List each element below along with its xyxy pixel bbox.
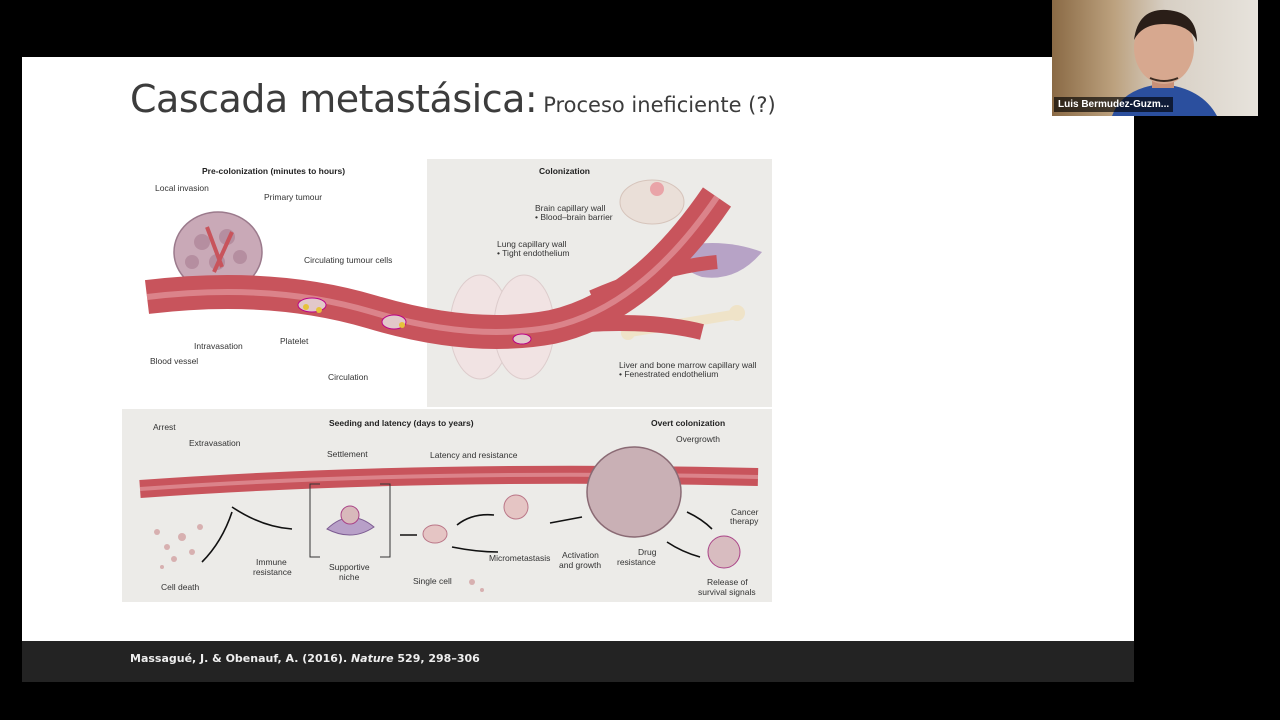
label-platelet: Platelet xyxy=(280,336,309,346)
label-intravasation: Intravasation xyxy=(194,341,243,351)
label-extravasation: Extravasation xyxy=(189,438,241,448)
label-therapy: therapy xyxy=(730,516,759,526)
label-and-growth: and growth xyxy=(559,560,601,570)
header-seeding: Seeding and latency (days to years) xyxy=(329,418,474,428)
cell-debris xyxy=(154,524,484,592)
niche-cells xyxy=(326,517,375,536)
label-supportive: Supportive xyxy=(329,562,370,572)
slide-title: Cascada metastásica:Proceso ineficiente … xyxy=(130,77,776,121)
label-drug: Drug xyxy=(638,547,657,557)
label-immune-resistance: resistance xyxy=(253,567,292,577)
slide: Cascada metastásica:Proceso ineficiente … xyxy=(22,57,1134,682)
label-release: Release of xyxy=(707,577,748,587)
participant-video[interactable]: Luis Bermudez-Guzm... xyxy=(1052,0,1258,116)
participant-name: Luis Bermudez-Guzm... xyxy=(1054,97,1174,112)
label-cancer: Cancer xyxy=(731,507,759,517)
label-survival: survival signals xyxy=(698,587,756,597)
brain xyxy=(619,179,685,225)
label-local-invasion: Local invasion xyxy=(155,183,209,193)
label-blood-vessel: Blood vessel xyxy=(150,356,198,366)
label-liver-endothelium: • Fenestrated endothelium xyxy=(619,369,718,379)
label-drug-resistance: resistance xyxy=(617,557,656,567)
header-colonization: Colonization xyxy=(539,166,590,176)
slide-footer: Massagué, J. & Obenauf, A. (2016). Natur… xyxy=(22,641,1134,682)
label-cell-death: Cell death xyxy=(161,582,200,592)
citation: Massagué, J. & Obenauf, A. (2016). Natur… xyxy=(130,652,480,665)
label-immune: Immune xyxy=(256,557,287,567)
citation-journal: Nature xyxy=(350,652,394,665)
label-brain-wall: Brain capillary wall xyxy=(535,203,605,213)
header-precolonization: Pre-colonization (minutes to hours) xyxy=(202,166,345,176)
citation-rest: 529, 298–306 xyxy=(393,652,480,665)
header-overt: Overt colonization xyxy=(651,418,725,428)
metastasis-figure: Pre-colonization (minutes to hours) Colo… xyxy=(122,159,772,602)
label-activation: Activation xyxy=(562,550,599,560)
citation-authors: Massagué, J. & Obenauf, A. (2016). xyxy=(130,652,351,665)
label-primary-tumour: Primary tumour xyxy=(264,192,322,202)
label-single-cell: Single cell xyxy=(413,576,452,586)
label-settlement: Settlement xyxy=(327,449,368,459)
label-liver-wall: Liver and bone marrow capillary wall xyxy=(619,360,757,370)
label-lung-wall: Lung capillary wall xyxy=(497,239,567,249)
label-lung-endothelium: • Tight endothelium xyxy=(497,248,569,258)
label-overgrowth: Overgrowth xyxy=(676,434,720,444)
overt-tumour xyxy=(586,446,682,538)
label-circulation: Circulation xyxy=(328,372,368,382)
label-brain-barrier: • Blood–brain barrier xyxy=(535,212,613,222)
label-niche: niche xyxy=(339,572,360,582)
title-sub: Proceso ineficiente (?) xyxy=(543,93,776,117)
single-cell xyxy=(422,524,448,544)
label-arrest: Arrest xyxy=(153,422,176,432)
label-latency: Latency and resistance xyxy=(430,450,518,460)
label-micrometastasis: Micrometastasis xyxy=(489,553,550,563)
label-circulating-cells: Circulating tumour cells xyxy=(304,255,392,265)
title-main: Cascada metastásica: xyxy=(130,77,538,121)
